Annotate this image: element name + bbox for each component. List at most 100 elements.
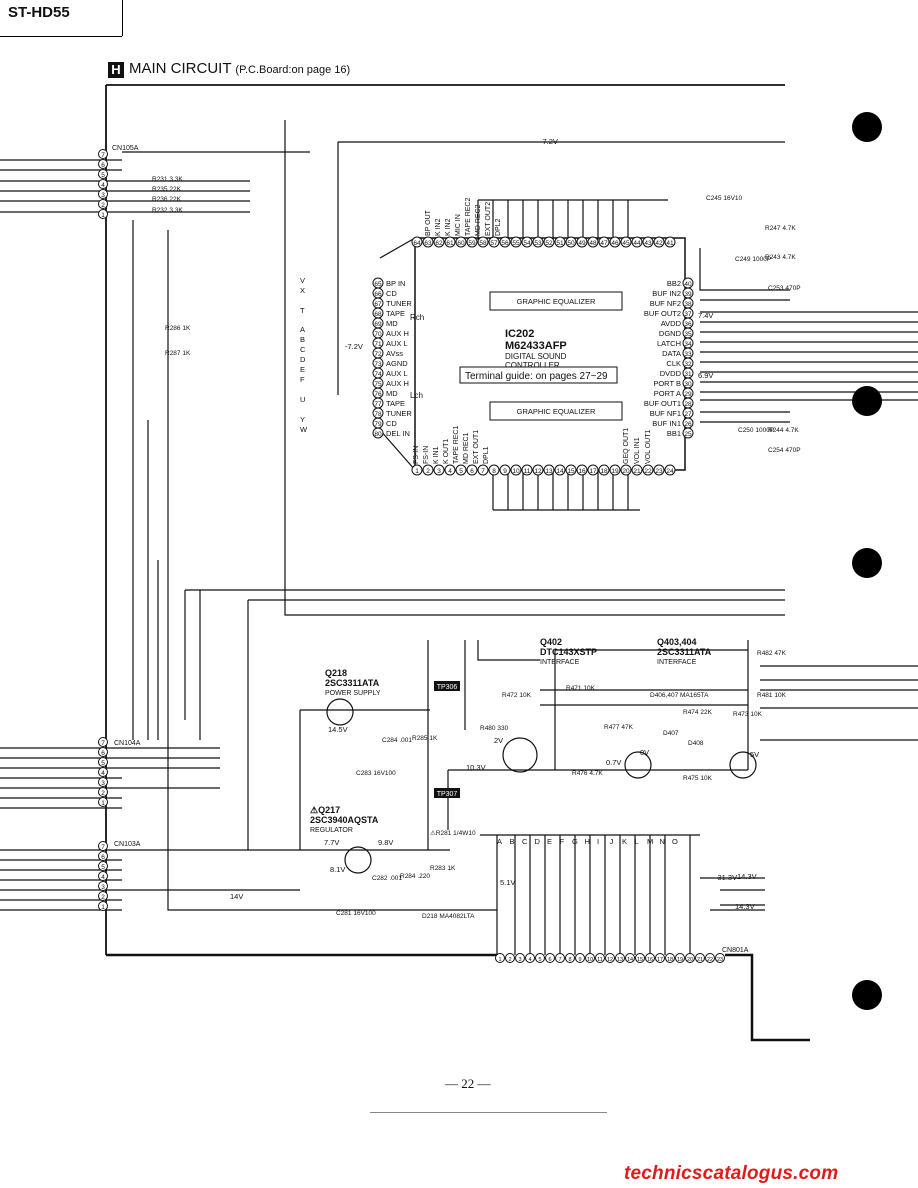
ic-pin-56: [499, 236, 511, 248]
component-label-14: R472 10K: [502, 692, 532, 699]
ic-pin-33-number: 33: [684, 351, 692, 358]
ic-pin-24-number: 24: [666, 468, 674, 475]
ic-pin-71-number: 71: [374, 341, 382, 348]
ic-top-label-0: BP OUT: [425, 209, 432, 236]
connector-pin-number: 6: [101, 162, 105, 169]
cn801a-pin-number-6: 6: [548, 957, 551, 963]
header-divider: [122, 0, 123, 36]
component-label-4: R286 1K: [165, 325, 191, 332]
voltage-label-7: 10.3V: [466, 763, 486, 772]
ic-pin-7-number: 7: [481, 468, 485, 475]
connector-pin: [98, 767, 108, 777]
ic-pin-9-number: 9: [503, 468, 507, 475]
section-title-text: MAIN CIRCUIT: [129, 60, 232, 77]
ic-pin-3: [433, 464, 445, 476]
connector-pin-number: 5: [101, 864, 105, 871]
ic-pin-56-number: 56: [501, 240, 509, 247]
connector-pin: [98, 797, 108, 807]
ic-pin-4-number: 4: [448, 468, 452, 475]
ic-pin-45: [620, 236, 632, 248]
bus-letter-H: H: [585, 837, 590, 846]
ic-pin-label-27: BUF NF1: [650, 409, 681, 418]
cn801a-pin-number-15: 15: [637, 957, 643, 963]
ic-pin-label-66: CD: [386, 289, 397, 298]
transistor-role-0: INTERFACE: [540, 659, 580, 666]
ic-pin-5-number: 5: [459, 468, 463, 475]
watermark: technicscatalogus.com: [624, 1163, 839, 1184]
ic-pin-13: [543, 464, 555, 476]
ic-bottom-label-0: FS-IN: [413, 446, 420, 464]
transistor-ref-3: ⚠Q217: [310, 805, 340, 815]
ic-pin-54-number: 54: [523, 240, 531, 247]
ic-pin-39-number: 39: [684, 291, 692, 298]
connector-CN103A: CN103A: [114, 841, 141, 848]
ic-bottom-label-7: DPL1: [483, 446, 490, 464]
geq-bottom-label: GRAPHIC EQUALIZER: [517, 407, 596, 416]
bus-letter-G: G: [572, 837, 578, 846]
voltage-label-17: 2V: [494, 736, 503, 745]
ic-bottom-label-5: MD REC1: [463, 432, 470, 464]
connector-pin: [98, 777, 108, 787]
ic-pin-7: [477, 464, 489, 476]
ic-part: M62433AFP: [505, 340, 567, 352]
ic-pin-21-number: 21: [633, 468, 641, 475]
ic-pin-5: [455, 464, 467, 476]
ic-pin-label-33: DATA: [662, 349, 681, 358]
cn801a-pin-23: [715, 953, 725, 963]
ic-bottom-label-3: K OUT1: [443, 439, 450, 464]
ic-pin-41-number: 41: [666, 240, 674, 247]
bus-letter-D: D: [535, 837, 541, 846]
transistor-ref-2: Q218: [325, 668, 347, 678]
component-label-2: R236 22K: [152, 196, 182, 203]
ic-pin-label-39: BUF IN2: [652, 289, 681, 298]
cn801a-pin-3: [515, 953, 525, 963]
ic-pin-46: [609, 236, 621, 248]
cn801a-pin-number-16: 16: [647, 957, 653, 963]
cn801a-pin-number-3: 3: [518, 957, 521, 963]
cn801a-pin-15: [635, 953, 645, 963]
cn801a-pin-14: [625, 953, 635, 963]
cn801a-pin-10: [585, 953, 595, 963]
cn801a-pin-12: [605, 953, 615, 963]
pin-letter-U: U: [300, 395, 305, 404]
ic-pin-8-number: 8: [492, 468, 496, 475]
ic-pin-label-30: PORT B: [653, 379, 681, 388]
ic-pin-label-67: TUNER: [386, 299, 412, 308]
cn801a-pin-number-22: 22: [707, 957, 713, 963]
ic-bottom-label-8: GEQ OUT1: [623, 428, 630, 464]
ic-bottom-label-9: VOL IN1: [634, 437, 641, 464]
ic-pin-59: [466, 236, 478, 248]
ic-pin-9: [499, 464, 511, 476]
connector-pin-number: 7: [101, 152, 105, 159]
voltage-label-3: 6.9V: [698, 371, 713, 380]
test-point-box: [434, 681, 460, 691]
ic-pin-47-number: 47: [600, 240, 608, 247]
voltage-label-12: -31.3V: [715, 873, 737, 882]
ic-pin-50: [565, 236, 577, 248]
registration-mark-1: [852, 112, 882, 142]
ic-pin-29-number: 29: [684, 391, 692, 398]
voltage-label-14: 0.7V: [606, 758, 621, 767]
test-point-box: [434, 788, 460, 798]
ic-pin-label-26: BUF IN1: [652, 419, 681, 428]
ic-pin-label-79: CD: [386, 419, 397, 428]
ic-pin-60-number: 60: [457, 240, 465, 247]
cn801a-pin-number-13: 13: [617, 957, 623, 963]
ic-pin-72-number: 72: [374, 351, 382, 358]
ic-pin-6: [466, 464, 478, 476]
ic-pin-48-number: 48: [589, 240, 597, 247]
ic-pin-12: [532, 464, 544, 476]
cn801a-pin-number-19: 19: [677, 957, 683, 963]
pin-letter-A: A: [300, 325, 305, 334]
voltage-label-11: 5.1V: [500, 878, 515, 887]
connector-pin: [98, 851, 108, 861]
ic-pin-30-number: 30: [684, 381, 692, 388]
ic-pin-54: [521, 236, 533, 248]
ic-bottom-label-4: TAPE REC1: [453, 426, 460, 464]
ic-pin-10: [510, 464, 522, 476]
cn801a-pin-11: [595, 953, 605, 963]
ic-pin-label-71: AUX L: [386, 339, 408, 348]
component-label-32: R283 1K: [430, 865, 456, 872]
voltage-label-4: 14V: [230, 892, 243, 901]
component-label-28: R285 1K: [412, 735, 438, 742]
